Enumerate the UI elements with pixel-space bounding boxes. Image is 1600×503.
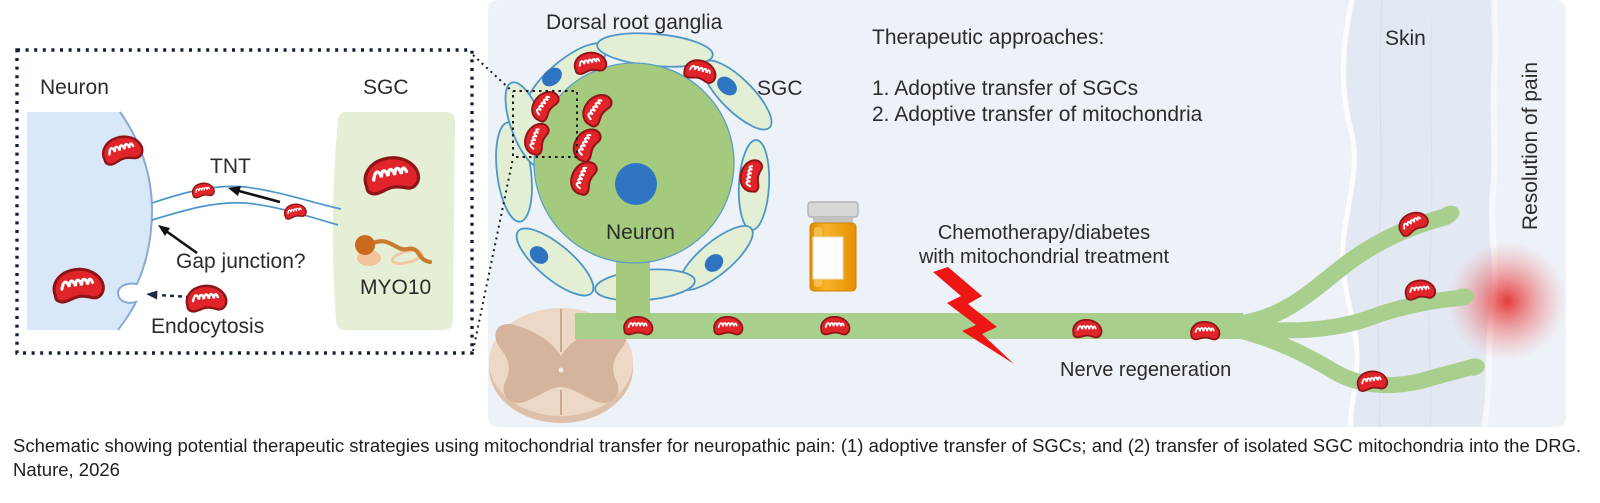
therapeutic-item-2: 2. Adoptive transfer of mitochondria: [872, 103, 1203, 126]
inset-neuron-membrane: [116, 111, 154, 331]
endocytosis-label: Endocytosis: [151, 315, 264, 338]
drg-title: Dorsal root ganglia: [546, 11, 723, 34]
lightning-bolt-icon: [933, 267, 1014, 364]
pill-bottle-icon: [807, 201, 859, 292]
inset-neuron-region: [27, 112, 152, 330]
schematic-figure: Dorsal root ganglia SGC Neuron Therapeut…: [15, 0, 1567, 427]
figure-caption: Schematic showing potential therapeutic …: [13, 435, 1582, 481]
tnt-label: TNT: [210, 155, 251, 178]
therapeutic-item-1: 1. Adoptive transfer of SGCs: [872, 77, 1138, 100]
myosin-icon: [355, 235, 433, 266]
dorsal-root-ganglion: [495, 32, 773, 320]
spinal-cord-icon: [489, 308, 633, 423]
drg-neuron-label: Neuron: [606, 221, 675, 244]
nerve-branch-middle: [1232, 290, 1468, 339]
skin-label: Skin: [1385, 27, 1426, 50]
pain-glow: [1447, 241, 1567, 361]
resolution-of-pain-label: Resolution of pain: [1519, 62, 1542, 230]
treatment-label-line1: Chemotherapy/diabetes: [938, 222, 1150, 244]
nerve-regeneration-label: Nerve regeneration: [1060, 359, 1231, 381]
inset-sgc-label: SGC: [363, 76, 409, 99]
endocytosis-arrow: [146, 290, 191, 300]
neuron-nucleus: [615, 163, 657, 205]
tnt-direction-arrow: [228, 186, 281, 204]
drg-sgc-label: SGC: [757, 77, 803, 100]
gap-junction-label: Gap junction?: [176, 250, 306, 273]
gap-junction-arrow: [158, 225, 198, 255]
inset-sgc-region: [332, 112, 455, 330]
sgc-nuclei: [529, 67, 737, 272]
myo10-label: MYO10: [360, 276, 431, 299]
treatment-label-line2: with mitochondrial treatment: [918, 246, 1170, 268]
inset-neuron-label: Neuron: [40, 76, 109, 99]
therapeutic-heading: Therapeutic approaches:: [872, 26, 1104, 49]
tunneling-nanotube: [151, 185, 342, 226]
inset-panel: Neuron SGC TNT Gap junction? Endocytosis…: [15, 48, 474, 355]
